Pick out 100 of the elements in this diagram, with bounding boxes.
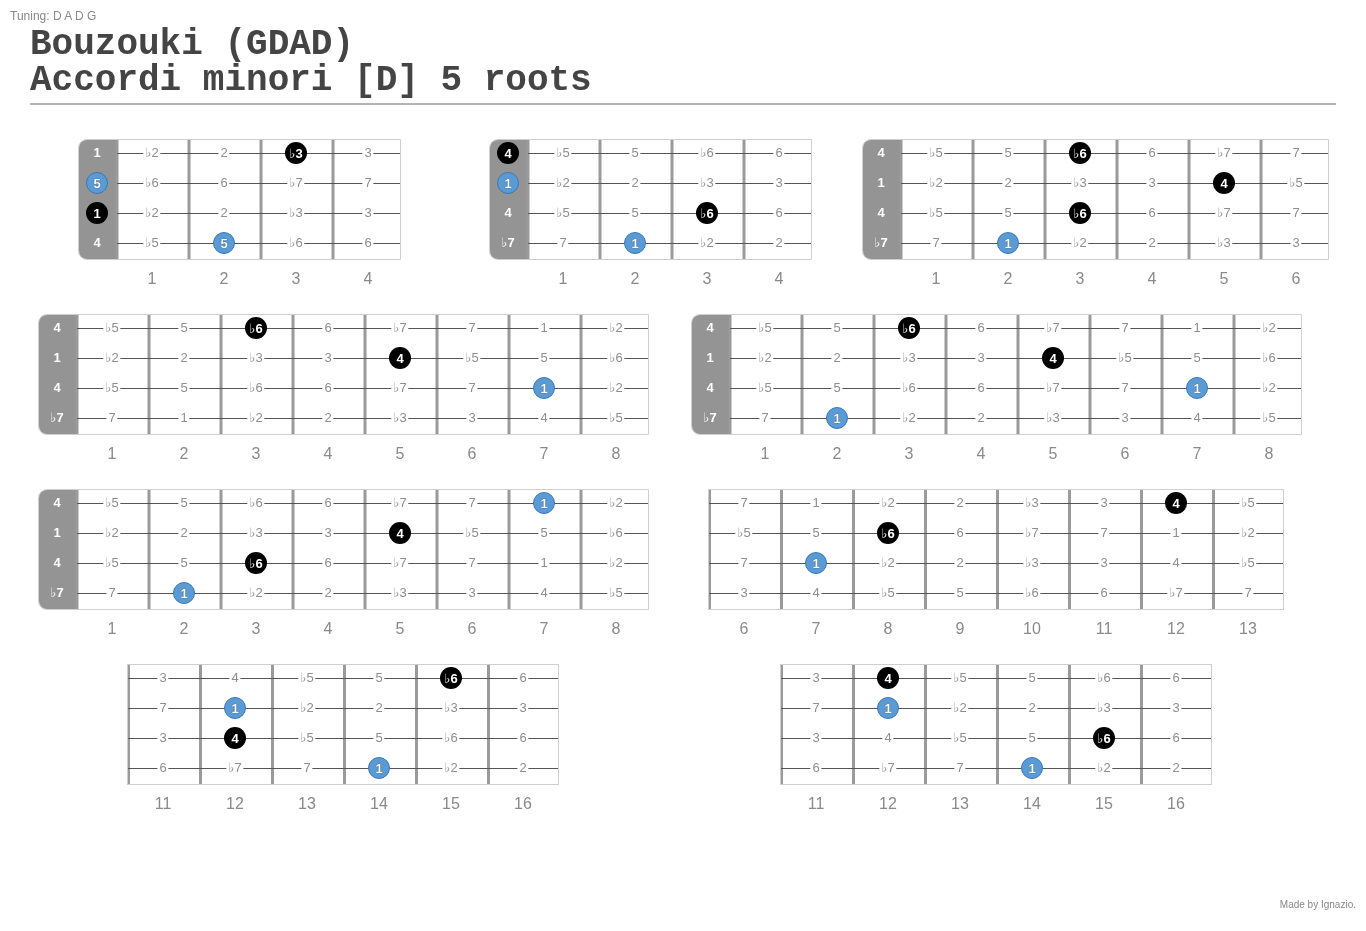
interval-label: 4 xyxy=(1191,411,1203,425)
interval-label: ♭7 xyxy=(1215,146,1233,160)
fretboard xyxy=(691,314,1302,435)
interval-label: ♭5 xyxy=(103,321,121,335)
fret-number: 2 xyxy=(832,445,842,463)
fret-number: 10 xyxy=(1023,620,1041,638)
interval-label: 5 xyxy=(831,321,843,335)
interval-label: 5 xyxy=(1026,731,1038,745)
fret-number: 8 xyxy=(883,620,893,638)
fret-number: 3 xyxy=(904,445,914,463)
finger-dot: 4 xyxy=(1042,347,1064,369)
interval-label: 1 xyxy=(178,411,190,425)
interval-label: 7 xyxy=(738,556,750,570)
interval-label: 3 xyxy=(362,206,374,220)
interval-label: 7 xyxy=(1119,381,1131,395)
interval-label: ♭6 xyxy=(442,731,460,745)
fret-number: 11 xyxy=(1095,620,1113,638)
fret-number: 1 xyxy=(558,270,568,288)
interval-label: ♭2 xyxy=(1260,381,1278,395)
interval-label: 5 xyxy=(538,351,550,365)
interval-label: ♭5 xyxy=(103,381,121,395)
interval-label: ♭2 xyxy=(247,411,265,425)
interval-label: 3 xyxy=(1170,701,1182,715)
interval-label: ♭6 xyxy=(698,146,716,160)
interval-label: 4 xyxy=(538,586,550,600)
open-string-label: 1 xyxy=(877,176,885,190)
interval-label: 3 xyxy=(322,526,334,540)
fret-number: 7 xyxy=(539,445,549,463)
interval-label: 7 xyxy=(362,176,374,190)
interval-label: ♭6 xyxy=(607,351,625,365)
interval-label: ♭5 xyxy=(951,671,969,685)
fret-number: 13 xyxy=(1239,620,1257,638)
open-string-label: 4 xyxy=(53,321,61,335)
interval-label: ♭5 xyxy=(1260,411,1278,425)
interval-label: ♭2 xyxy=(1071,236,1089,250)
interval-label: 2 xyxy=(954,556,966,570)
interval-label: ♭3 xyxy=(247,526,265,540)
interval-label: ♭5 xyxy=(927,206,945,220)
interval-label: 7 xyxy=(1290,206,1302,220)
interval-label: ♭5 xyxy=(554,206,572,220)
open-string-label: 4 xyxy=(877,206,885,220)
interval-label: 7 xyxy=(466,556,478,570)
interval-label: 2 xyxy=(373,701,385,715)
fretboard xyxy=(127,664,559,785)
finger-dot: 1 xyxy=(1021,757,1043,779)
interval-label: ♭5 xyxy=(1116,351,1134,365)
interval-label: 6 xyxy=(157,761,169,775)
fret-number: 4 xyxy=(363,270,373,288)
interval-label: 6 xyxy=(322,321,334,335)
finger-dot: 1 xyxy=(805,552,827,574)
interval-label: ♭6 xyxy=(1095,671,1113,685)
finger-dot: ♭6 xyxy=(877,522,899,544)
interval-label: ♭2 xyxy=(756,351,774,365)
interval-label: ♭3 xyxy=(1071,176,1089,190)
interval-label: ♭5 xyxy=(735,526,753,540)
interval-label: 7 xyxy=(301,761,313,775)
fretboard xyxy=(78,139,401,260)
fret-number: 7 xyxy=(811,620,821,638)
interval-label: ♭5 xyxy=(463,351,481,365)
finger-dot: ♭6 xyxy=(1069,142,1091,164)
fret-number: 14 xyxy=(1023,795,1041,813)
finger-dot: 1 xyxy=(1186,377,1208,399)
finger-dot: ♭6 xyxy=(1069,202,1091,224)
finger-dot: 4 xyxy=(224,727,246,749)
interval-label: 2 xyxy=(831,351,843,365)
fret-number: 3 xyxy=(291,270,301,288)
interval-label: 2 xyxy=(322,586,334,600)
interval-label: 2 xyxy=(178,526,190,540)
interval-label: ♭7 xyxy=(391,381,409,395)
interval-label: ♭2 xyxy=(103,351,121,365)
interval-label: ♭7 xyxy=(226,761,244,775)
fretboard xyxy=(489,139,812,260)
interval-label: ♭3 xyxy=(1044,411,1062,425)
fret-number: 8 xyxy=(611,445,621,463)
fret-number: 4 xyxy=(323,620,333,638)
interval-label: ♭2 xyxy=(1095,761,1113,775)
finger-dot: 1 xyxy=(368,757,390,779)
interval-label: ♭3 xyxy=(1215,236,1233,250)
interval-label: 3 xyxy=(157,731,169,745)
interval-label: ♭2 xyxy=(951,701,969,715)
finger-dot: 1 xyxy=(224,697,246,719)
open-string-label: ♭7 xyxy=(874,236,888,250)
diagram-subtitle: Accordi minori [D] 5 roots xyxy=(30,63,592,99)
interval-label: 2 xyxy=(218,206,230,220)
interval-label: 1 xyxy=(538,556,550,570)
fret-number: 11 xyxy=(154,795,172,813)
fretboard xyxy=(862,139,1329,260)
fret-number: 3 xyxy=(251,445,261,463)
open-string-label: 1 xyxy=(93,146,101,160)
fret-number: 13 xyxy=(298,795,316,813)
open-string-label: 4 xyxy=(53,556,61,570)
fret-number: 6 xyxy=(467,620,477,638)
interval-label: 6 xyxy=(810,761,822,775)
finger-dot: ♭6 xyxy=(696,202,718,224)
interval-label: ♭2 xyxy=(247,586,265,600)
fret-number: 12 xyxy=(226,795,244,813)
interval-label: ♭5 xyxy=(143,236,161,250)
open-string-label: ♭7 xyxy=(703,411,717,425)
interval-label: 5 xyxy=(373,671,385,685)
interval-label: 4 xyxy=(882,731,894,745)
